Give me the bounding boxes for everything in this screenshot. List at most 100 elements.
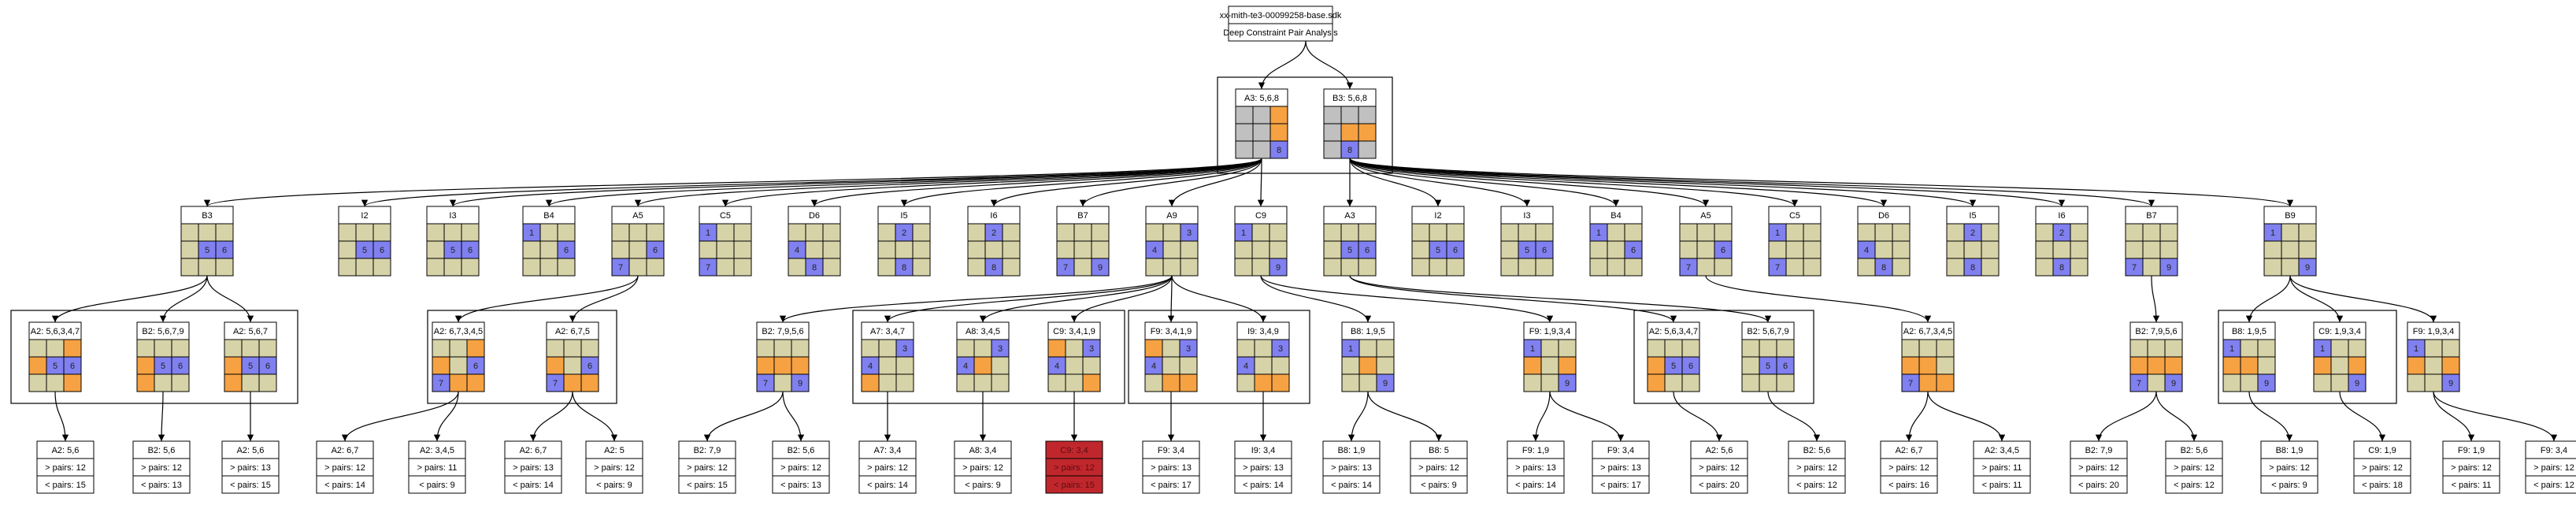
level2-node-cell [1065, 373, 1084, 392]
root-node-cell [1252, 140, 1271, 159]
level2-node-cell [1065, 356, 1084, 375]
level2-node: A7: 3,4,734 [861, 321, 914, 392]
level1-node-cell [912, 240, 931, 259]
leaf-node-title: B2: 5,6 [2181, 446, 2208, 455]
level2-node-cell [2407, 356, 2426, 375]
level2-node-cell [1741, 356, 1760, 375]
level1-node-cell [1981, 240, 2000, 259]
level1-node-cell [2070, 258, 2089, 277]
level1-node-title: A5 [632, 211, 643, 221]
header-edge [1305, 40, 1354, 90]
level2-node-cell-number: 4 [1151, 362, 1156, 371]
leaf-node-title: A2: 5,6 [237, 446, 265, 455]
level2-node-cell [466, 339, 485, 358]
level2-node-cell-number: 6 [1783, 362, 1788, 371]
level2-node-cell-number: 6 [70, 362, 75, 371]
root-edge [1349, 158, 1531, 207]
leaf-node: F9: 1,9> pairs: 13< pairs: 14 [1507, 440, 1565, 494]
level1-edge [51, 275, 208, 323]
level2-node-cell [449, 373, 468, 392]
level1-node-cell-number: 7 [706, 263, 710, 273]
level1-node-cell-number: 1 [1241, 228, 1246, 238]
level1-node-title: I3 [449, 211, 456, 221]
leaf-node: A2: 3,4,5> pairs: 11< pairs: 11 [1973, 440, 2031, 494]
leaf-node-title: A2: 5,6 [1706, 446, 1733, 455]
leaf-node-lesser-pairs: < pairs: 13 [141, 481, 182, 490]
level2-node-cell [791, 356, 810, 375]
level2-node-cell [2348, 373, 2367, 392]
level2-node-cell [2330, 339, 2349, 358]
level1-node-title: B7 [1077, 211, 1088, 221]
edge-group [51, 40, 2558, 442]
level1-node-cell-number: 6 [1631, 246, 1636, 255]
header-subtitle: Deep Constraint Pair Analysis [1223, 28, 1338, 38]
level1-node-title: C5 [1789, 211, 1800, 221]
root-edge [450, 158, 1262, 207]
level2-node-cell [1558, 356, 1577, 375]
leaf-node-title: F9: 3,4 [1607, 446, 1634, 455]
leaf-node-lesser-pairs: < pairs: 11 [2452, 481, 2492, 490]
root-edge [1079, 158, 1262, 207]
level1-node-cell [1714, 223, 1733, 242]
leaf-node-lesser-pairs-box [132, 475, 191, 494]
level2-node-cell-number: 6 [587, 362, 592, 371]
level2-node-cell [1776, 339, 1795, 358]
level2-node-cell [1681, 339, 1700, 358]
level2-node-cell [2330, 373, 2349, 392]
level1-node-cell [699, 240, 717, 259]
level1-node-cell [215, 223, 234, 242]
highlighted-leaf-node: C9: 3,4> pairs: 12< pairs: 15 [1045, 440, 1103, 494]
leaf-node-lesser-pairs-box [221, 475, 280, 494]
leaf-node-greater-pairs: > pairs: 12 [1888, 463, 1929, 473]
level1-node-cell [895, 240, 914, 259]
level1-node-cell-number: 6 [468, 246, 473, 255]
level2-node-cell [546, 356, 565, 375]
level2-node-cell [956, 339, 975, 358]
leaf-node-greater-pairs: > pairs: 11 [1982, 463, 2022, 473]
root-node-cell [1252, 106, 1271, 124]
level2-node-title: F9: 3,4,1,9 [1151, 327, 1192, 336]
level1-node-cell-number: 6 [653, 246, 658, 255]
level2-node-cell [2164, 373, 2183, 392]
leaf-node-lesser-pairs: < pairs: 14 [867, 481, 908, 490]
level1-node-cell [1002, 258, 1021, 277]
level2-node-cell [1082, 356, 1101, 375]
root-edge [1349, 158, 1976, 207]
level1-node-cell [646, 223, 665, 242]
leaf-node: F9: 3,4> pairs: 13< pairs: 17 [1592, 440, 1650, 494]
level2-node-cell-number: 1 [2414, 344, 2418, 354]
leaf-node-greater-pairs: > pairs: 12 [1796, 463, 1837, 473]
level2-node-cell [878, 356, 897, 375]
level1-node-cell [1180, 258, 1199, 277]
level2-node-cell [580, 373, 599, 392]
level2-node-title: A2: 5,6,3,4,7 [1649, 327, 1698, 336]
level2-node-title: A7: 3,4,7 [870, 327, 905, 336]
leaf-node-lesser-pairs-box [2442, 475, 2500, 494]
level1-node-cell [1340, 258, 1359, 277]
leaf-node-greater-pairs: > pairs: 12 [780, 463, 821, 473]
level1-node-title: D6 [809, 211, 820, 221]
level2-node-cell [1358, 373, 1377, 392]
leaf-node-lesser-pairs-box [1690, 475, 1748, 494]
level2-node-cell [1065, 339, 1084, 358]
level1-node-cell [426, 223, 445, 242]
level1-node-cell [2125, 240, 2144, 259]
level2-node-cell [2147, 339, 2166, 358]
level2-node-cell [2407, 373, 2426, 392]
level2-node-cell [136, 373, 155, 392]
root-node-cell [1323, 123, 1342, 142]
level2-node-cell [136, 339, 155, 358]
level1-edge [206, 275, 254, 323]
level2-node: F9: 3,4,1,934 [1144, 321, 1198, 392]
level1-node-cell [1180, 240, 1199, 259]
cluster-a9-children-left [852, 310, 1125, 404]
leaf-node-title: A2: 6,7 [1896, 446, 1923, 455]
level1-node-cell [1251, 223, 1270, 242]
level1-node-cell [1946, 223, 1965, 242]
leaf-node-title: B2: 7,9 [694, 446, 721, 455]
